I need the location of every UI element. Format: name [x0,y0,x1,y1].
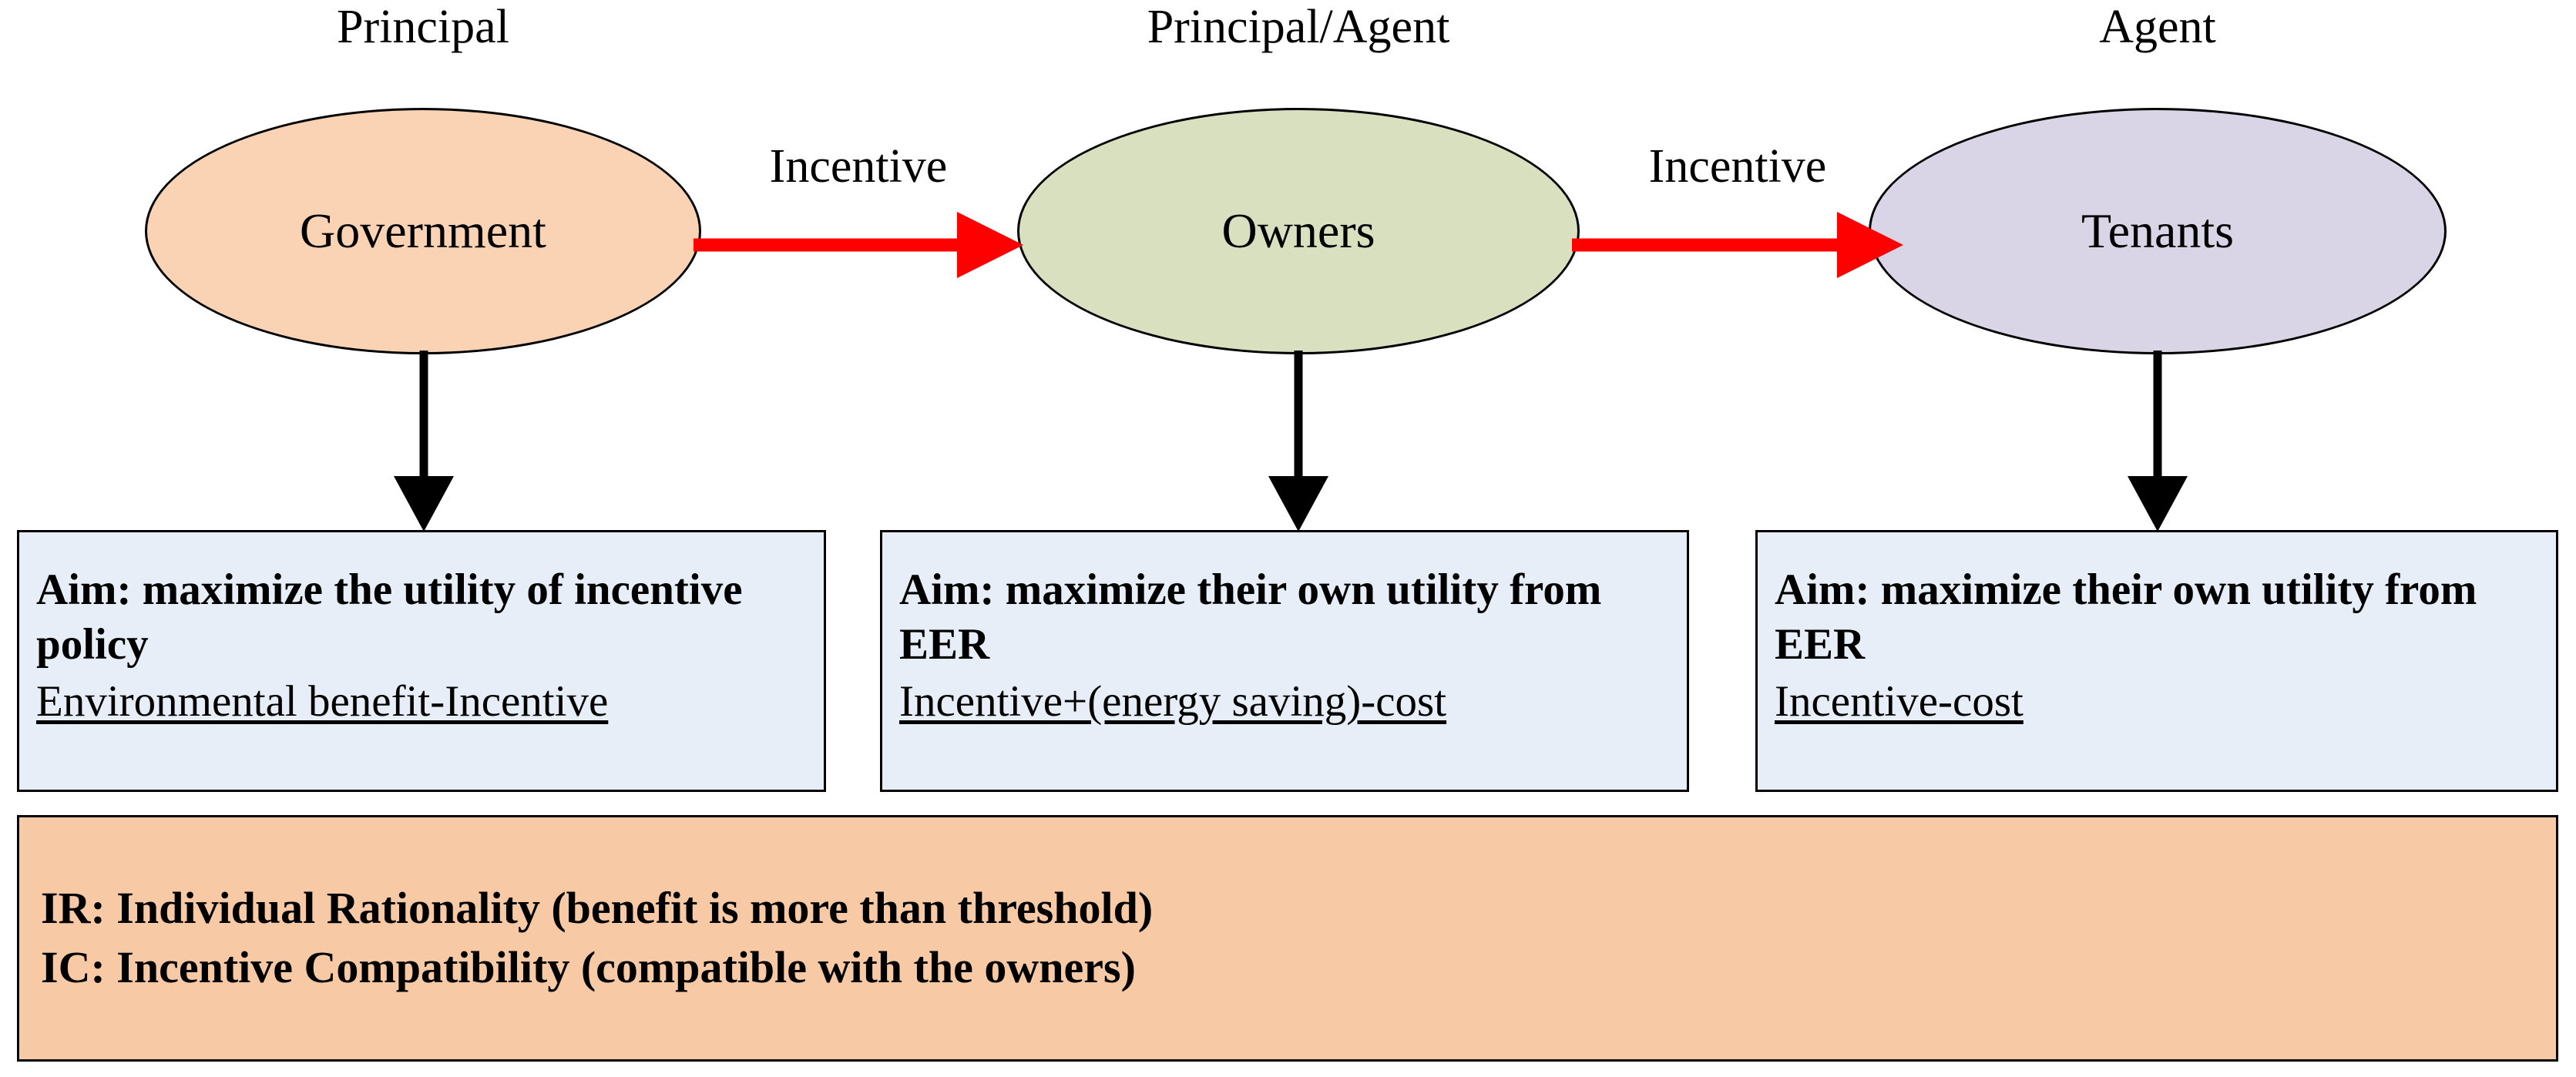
aim-box-tenants-formula: Incentive-cost [1775,677,2024,726]
aim-box-tenants-heading: Aim: maximize their own utility from EER [1775,565,2477,669]
incentive-arrow-1-shaft [694,238,962,252]
constraints-bar[interactable]: IR: Individual Rationality (benefit is m… [17,815,2558,1062]
down-arrow-government [393,351,455,532]
actor-owners-label: Owners [1221,203,1375,258]
role-label-principal-agent: Principal/Agent [1147,1,1450,53]
aim-box-owners-formula: Incentive+(energy saving)-cost [899,677,1447,726]
incentive-arrow-2-label: Incentive [1648,140,1827,193]
down-arrow-tenants-head [2128,476,2188,532]
aim-box-tenants[interactable]: Aim: maximize their own utility from EER… [1755,530,2558,792]
actor-government-label: Government [300,203,546,258]
role-label-principal: Principal [337,1,509,53]
actor-government[interactable]: Government [145,108,701,354]
incentive-arrow-1-head [957,212,1023,278]
aim-box-owners[interactable]: Aim: maximize their own utility from EER… [880,530,1689,792]
down-arrow-tenants [2127,351,2188,532]
incentive-arrow-2-shaft [1572,238,1842,252]
incentive-arrow-2 [1572,212,1903,278]
actor-tenants-label: Tenants [2081,203,2235,258]
actor-owners[interactable]: Owners [1017,108,1580,354]
actor-tenants[interactable]: Tenants [1869,108,2447,354]
aim-box-government[interactable]: Aim: maximize the utility of incentive p… [17,530,826,792]
down-arrow-government-head [394,476,454,532]
constraint-line-ic: IC: Incentive Compatibility (compatible … [41,942,1136,992]
down-arrow-owners-shaft [1294,351,1303,481]
down-arrow-government-shaft [419,351,428,481]
aim-box-government-formula: Environmental benefit-Incentive [36,677,609,726]
aim-box-owners-heading: Aim: maximize their own utility from EER [899,565,1602,669]
incentive-arrow-1-label: Incentive [769,140,948,193]
down-arrow-tenants-shaft [2153,351,2162,481]
down-arrow-owners-head [1268,476,1328,532]
incentive-arrow-2-head [1837,212,1903,278]
down-arrow-owners [1268,351,1329,532]
constraint-line-ir: IR: Individual Rationality (benefit is m… [41,883,1154,934]
incentive-arrow-1 [694,212,1023,278]
role-label-agent: Agent [2099,1,2216,53]
aim-box-government-heading: Aim: maximize the utility of incentive p… [36,565,743,669]
